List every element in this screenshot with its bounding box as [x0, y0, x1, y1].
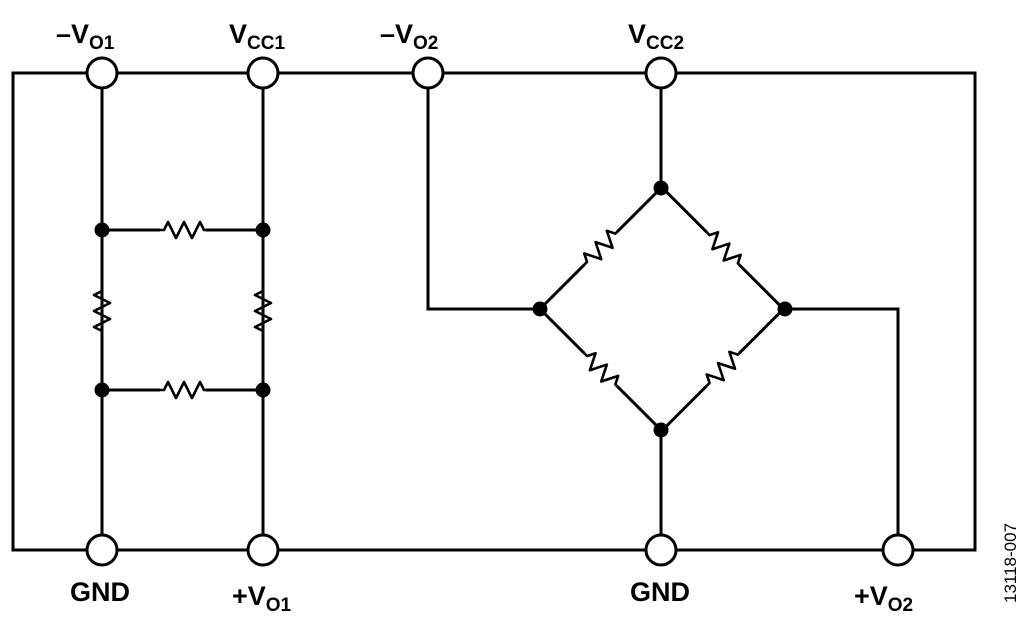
junction-dot	[653, 180, 669, 196]
wire-vo2-plus	[785, 307, 900, 550]
bridge-edge	[660, 384, 708, 432]
label-vo1-minus: –VO1	[56, 19, 115, 54]
resistor-1-right	[253, 287, 273, 333]
bridge-edge	[660, 186, 708, 234]
junction-dot	[94, 382, 110, 398]
pin-gnd-2	[644, 533, 678, 567]
label-vcc1: VCC1	[229, 19, 285, 54]
resistor-1-bottom	[160, 380, 206, 400]
pin-vcc1	[246, 56, 280, 90]
resistor-1-left	[92, 287, 112, 333]
pin-vo2-plus	[881, 533, 915, 567]
resistor-1-top	[160, 220, 206, 240]
wire-vo2-minus	[426, 73, 540, 311]
resistor-2-lower-right	[705, 350, 741, 387]
resistor-2-upper-left	[582, 229, 618, 266]
pin-vcc2	[644, 56, 678, 90]
package-outline	[11, 71, 977, 552]
pin-vo2-minus	[411, 56, 445, 90]
junction-dot	[777, 301, 793, 317]
bridge-edge	[615, 384, 663, 432]
bridge-edge	[615, 186, 663, 234]
pin-vo1-plus	[246, 533, 280, 567]
bridge-edge	[738, 307, 786, 355]
bridge-edge	[538, 307, 586, 355]
label-vo2-plus: +VO2	[854, 581, 913, 616]
label-vcc2: VCC2	[628, 19, 684, 54]
junction-dot	[255, 382, 271, 398]
bridge-edge	[738, 263, 786, 311]
resistor-2-lower-left	[583, 351, 620, 387]
label-vo2-minus: –VO2	[380, 19, 438, 54]
junction-dot	[94, 222, 110, 238]
junction-dot	[255, 222, 271, 238]
bridge-2	[426, 73, 900, 550]
bridge-edge	[538, 263, 586, 311]
label-vo1-plus: +VO1	[232, 581, 292, 616]
bridge-1	[92, 73, 273, 550]
label-gnd-2: GND	[630, 577, 690, 607]
label-gnd-1: GND	[70, 577, 130, 607]
pin-gnd-1	[85, 533, 119, 567]
resistor-2-upper-right	[705, 230, 742, 266]
pin-vo1-minus	[85, 56, 119, 90]
figure-code: 13118-007	[1001, 523, 1020, 603]
junction-dot	[653, 422, 669, 438]
junction-dot	[532, 301, 548, 317]
